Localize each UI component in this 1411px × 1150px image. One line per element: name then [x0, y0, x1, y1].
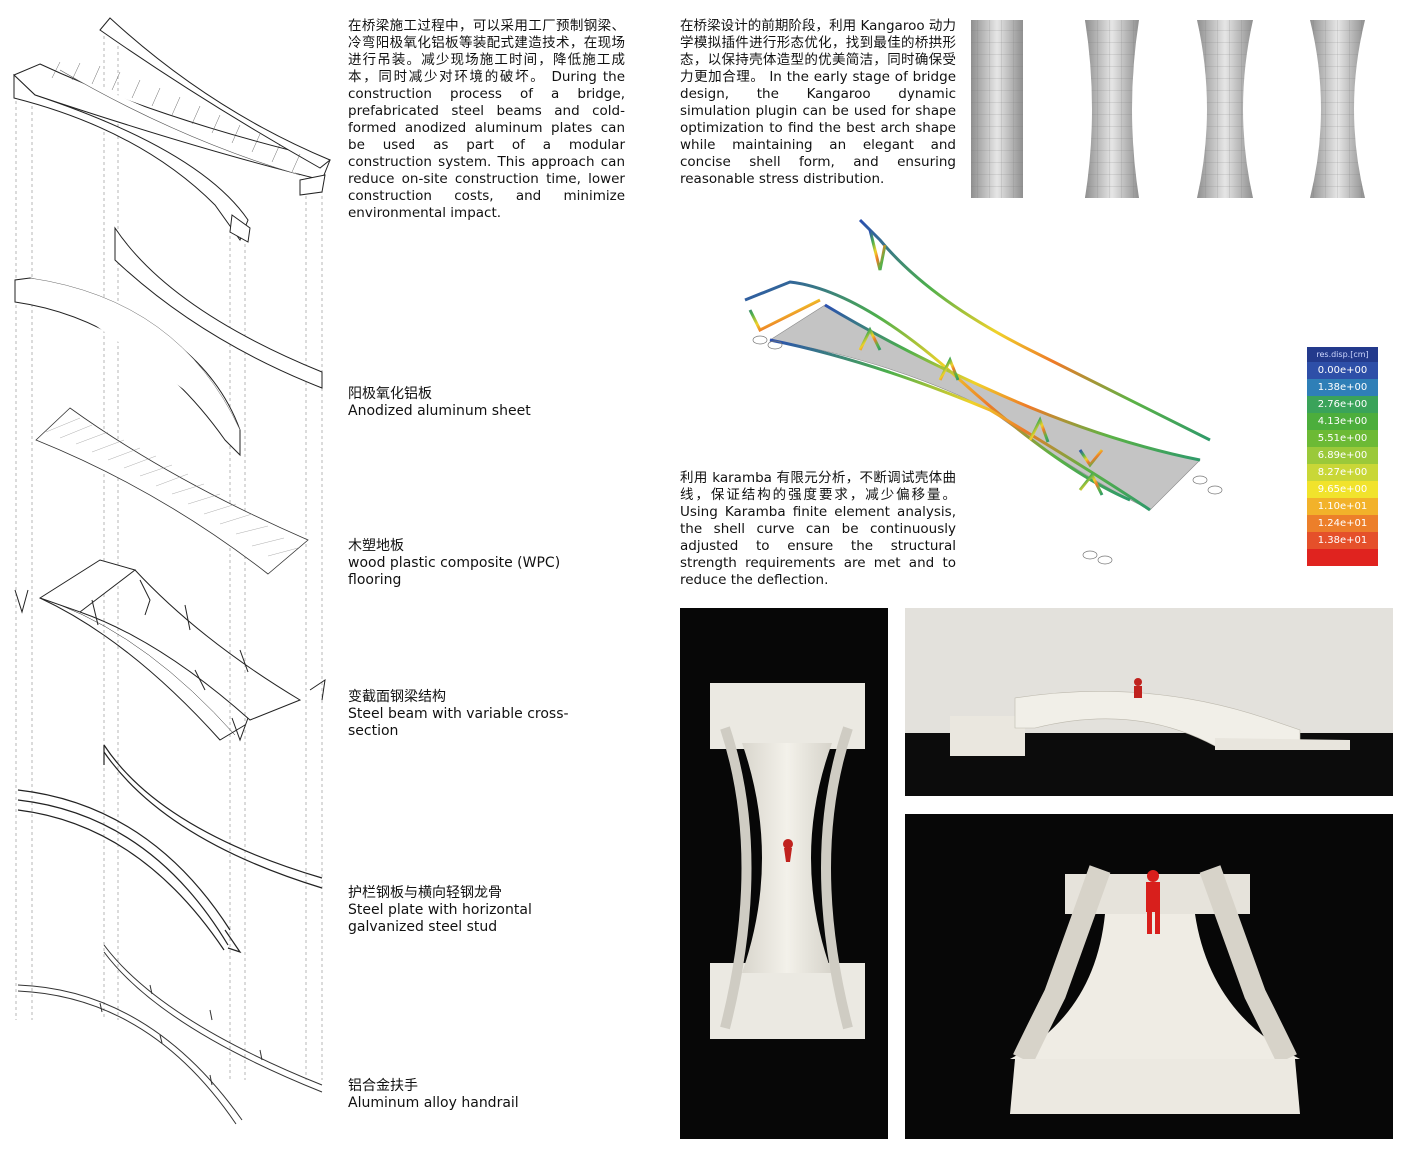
shell-form-iterations	[971, 20, 1365, 198]
legend-entry: 2.76e+00	[1307, 396, 1378, 413]
karamba-text-en: Using Karamba finite element analysis, t…	[680, 504, 956, 588]
legend-entry: 5.51e+00	[1307, 430, 1378, 447]
kangaroo-description: 在桥梁设计的前期阶段，利用 Kangaroo 动力学模拟插件进行形态优化，找到最…	[680, 18, 956, 188]
construction-text-en: During the construction process of a bri…	[348, 69, 626, 221]
shell-iteration-1	[971, 20, 1023, 198]
label-en: Steel plate with horizontal galvanized s…	[348, 902, 532, 935]
model-photo-side-view	[905, 608, 1393, 796]
legend-title: res.disp.[cm]	[1307, 347, 1378, 362]
label-steel-beam: 变截面钢梁结构 Steel beam with variable cross-s…	[348, 689, 588, 740]
legend-entry: 1.24e+01	[1307, 515, 1378, 532]
legend-entry: 1.38e+00	[1307, 379, 1378, 396]
label-en: Anodized aluminum sheet	[348, 403, 531, 419]
label-cn: 木塑地板	[348, 538, 404, 554]
label-anodized-aluminum: 阳极氧化铝板 Anodized aluminum sheet	[348, 386, 588, 420]
fea-supports	[752, 335, 1223, 565]
label-cn: 铝合金扶手	[348, 1078, 418, 1094]
legend-entry: 8.27e+00	[1307, 464, 1378, 481]
legend-entry: 0.00e+00	[1307, 362, 1378, 379]
exploded-axonometric-diagram	[13, 17, 331, 1125]
label-cn: 护栏钢板与横向轻钢龙骨	[348, 885, 502, 901]
label-aluminum-handrail: 铝合金扶手 Aluminum alloy handrail	[348, 1078, 588, 1112]
fea-edges	[744, 218, 1211, 512]
label-en: wood plastic composite (WPC) flooring	[348, 555, 561, 588]
shell-iteration-4	[1310, 20, 1365, 198]
label-en: Steel beam with variable cross-section	[348, 706, 569, 739]
label-cn: 阳极氧化铝板	[348, 386, 432, 402]
legend-entry: 4.13e+00	[1307, 413, 1378, 430]
legend-entry: 9.65e+00	[1307, 481, 1378, 498]
karamba-description: 利用 karamba 有限元分析，不断调试壳体曲线，保证结构的强度要求，减少偏移…	[680, 470, 956, 589]
legend-entry: 6.89e+00	[1307, 447, 1378, 464]
aluminum-sheet-layer	[14, 226, 323, 457]
model-photo-perspective	[905, 814, 1393, 1139]
label-en: Aluminum alloy handrail	[348, 1095, 519, 1111]
handrail-layer	[17, 944, 323, 1125]
karamba-fea-model	[744, 218, 1223, 565]
kangaroo-text-cn: 在桥梁设计的前期阶段，利用 Kangaroo 动力学模拟插件进行形态优化，找到最…	[680, 18, 956, 85]
kangaroo-text-en: In the early stage of bridge design, the…	[680, 69, 956, 187]
karamba-text-cn: 利用 karamba 有限元分析，不断调试壳体曲线，保证结构的强度要求，减少偏移…	[680, 470, 956, 503]
wpc-flooring-layer	[35, 407, 309, 575]
steel-plate-stud-layer	[17, 744, 323, 954]
construction-text-cn: 在桥梁施工过程中，可以采用工厂预制钢梁、冷弯阳极氧化铝板等装配式建造技术，在现场…	[348, 18, 625, 85]
legend-entry: 1.10e+01	[1307, 498, 1378, 515]
legend-entry	[1307, 549, 1378, 566]
label-cn: 变截面钢梁结构	[348, 689, 446, 705]
steel-beam-layer	[14, 559, 326, 742]
legend-entry: 1.38e+01	[1307, 532, 1378, 549]
assembled-bridge	[13, 17, 331, 243]
model-photo-top-view	[680, 608, 888, 1139]
shell-iteration-2	[1085, 20, 1139, 198]
displacement-legend: res.disp.[cm] 0.00e+00 1.38e+00 2.76e+00…	[1307, 347, 1378, 566]
shell-iteration-3	[1197, 20, 1253, 198]
label-steel-plate-stud: 护栏钢板与横向轻钢龙骨 Steel plate with horizontal …	[348, 885, 588, 936]
label-wpc-flooring: 木塑地板 wood plastic composite (WPC) floori…	[348, 538, 588, 589]
construction-description: 在桥梁施工过程中，可以采用工厂预制钢梁、冷弯阳极氧化铝板等装配式建造技术，在现场…	[348, 18, 625, 222]
